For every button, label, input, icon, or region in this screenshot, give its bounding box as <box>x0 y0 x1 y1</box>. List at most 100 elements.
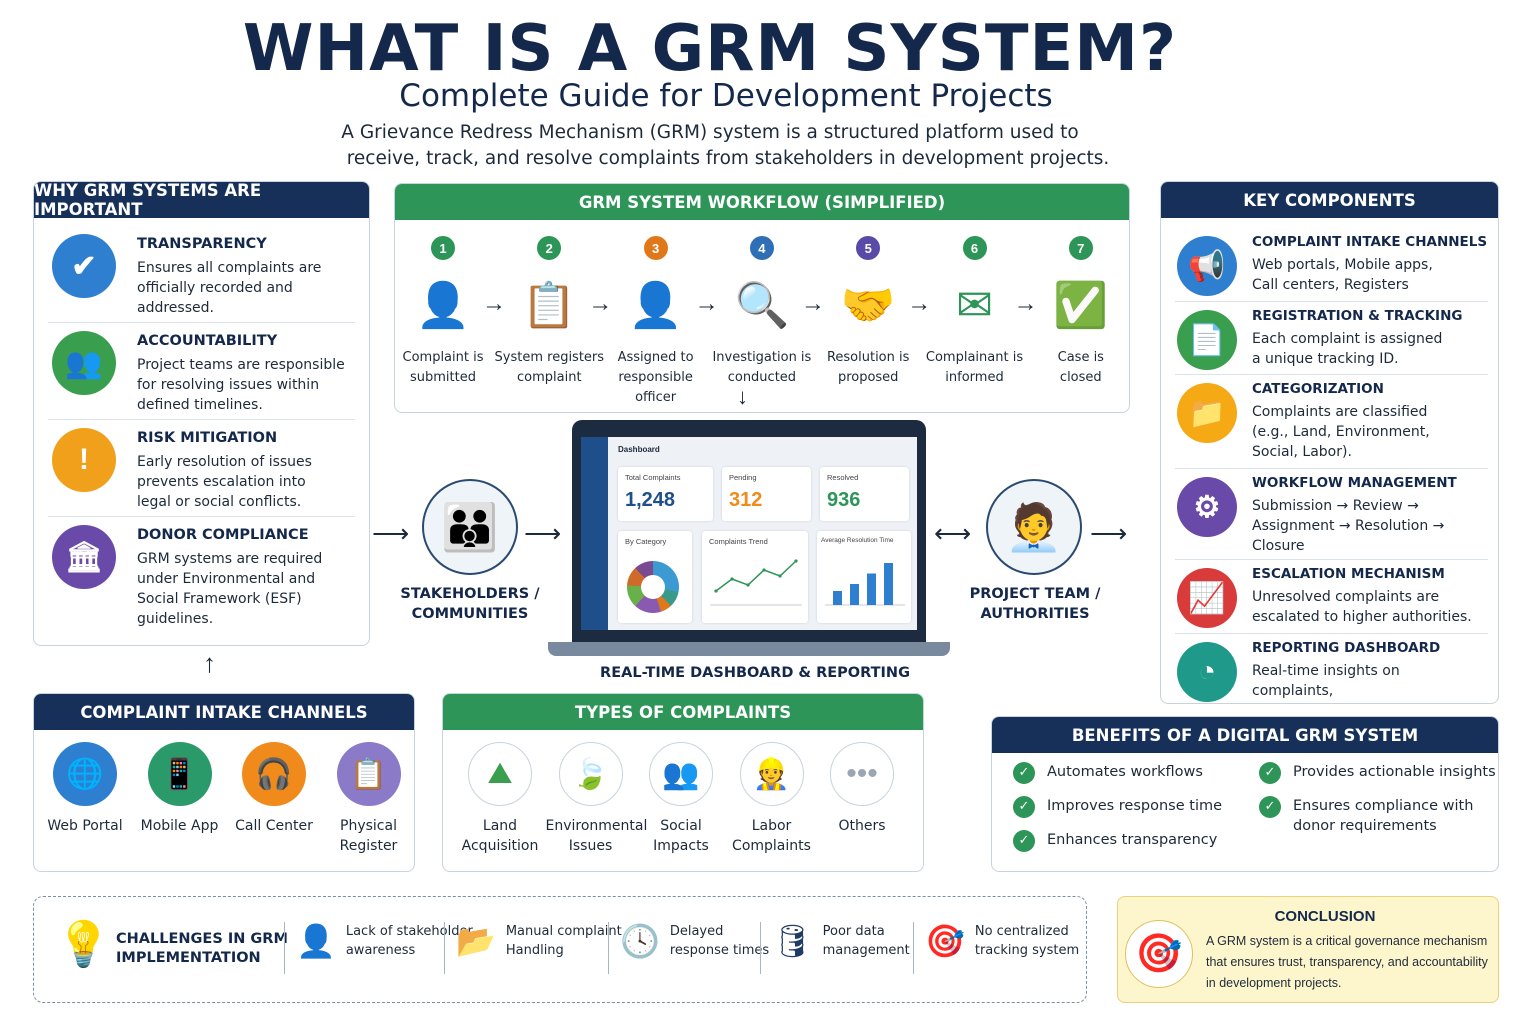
dashboard-caption: REAL-TIME DASHBOARD & REPORTING <box>600 665 910 681</box>
challenge-text: Lack of stakeholder awareness <box>345 924 473 958</box>
channels-header: COMPLAINT INTAKE CHANNELS <box>34 694 414 730</box>
database-icon: 🛢 <box>772 921 813 960</box>
complaint-type-label: Land Acquisition <box>461 818 539 854</box>
globe-icon: 🌐 <box>53 742 117 806</box>
step-number: 4 <box>749 236 774 260</box>
folder-clipboard-icon: 📂 <box>456 921 496 960</box>
challenge-text: No centralized tracking system <box>974 924 1080 958</box>
benefit-text: Provides actionable insights <box>1293 764 1496 780</box>
pending-value: 312 <box>729 489 763 511</box>
conclusion-text: A GRM system is a critical governance me… <box>1206 934 1488 990</box>
key-component-text: Submission → Review → Assignment → Resol… <box>1252 498 1445 554</box>
challenge-text: Delayed response times <box>669 924 770 958</box>
key-component-text: Unresolved complaints are escalated to h… <box>1252 589 1472 625</box>
complaint-type-label: Environmental Issues <box>545 818 648 854</box>
challenge-item: 🕓 Delayed response times <box>620 922 769 960</box>
resolved-label: Resolved <box>827 473 859 482</box>
benefits-header: BENEFITS OF A DIGITAL GRM SYSTEM <box>992 717 1498 753</box>
divider <box>760 922 761 974</box>
total-label: Total Complaints <box>625 473 681 482</box>
magnifier-icon: 🔍 <box>734 281 790 330</box>
benefit-item: ✓Automates workflows <box>1013 762 1203 784</box>
project-team-label: PROJECT TEAM / AUTHORITIES <box>969 586 1101 622</box>
challenge-item: 📂 Manual complaint Handling <box>456 922 622 960</box>
warning-icon: ! <box>52 428 116 492</box>
divider <box>913 922 914 974</box>
complaint-type: 🍃 Environmental Issues <box>545 742 648 856</box>
challenge-text: Manual complaint Handling <box>505 924 622 958</box>
benefit-text: Automates workflows <box>1047 764 1203 780</box>
complaint-type-label: Others <box>838 818 886 834</box>
description-line-1: A Grievance Redress Mechanism (GRM) syst… <box>341 122 1079 143</box>
divider <box>444 922 445 974</box>
challenges-panel <box>33 896 1087 1003</box>
land-icon: ⛰ <box>468 742 532 806</box>
workflow-step: 2 📋 System registers complaint <box>494 236 604 388</box>
workflow-step: 4🔍Investigation is conducted <box>707 236 817 388</box>
clipboard-icon: 📋 <box>521 281 577 330</box>
envelope-icon: ✉ <box>956 281 993 330</box>
divider <box>608 922 609 974</box>
why-item-text: Project teams are responsible for resolv… <box>137 357 345 413</box>
benefit-text: Enhances transparency <box>1047 832 1218 848</box>
workflow-step: 3👤Assigned to responsible officer <box>601 236 711 408</box>
resolution-bar <box>850 584 859 605</box>
divider <box>284 922 285 974</box>
step-label: Assigned to responsible officer <box>617 350 694 405</box>
conclusion-title: CONCLUSION <box>1274 908 1376 925</box>
complaint-type: 👷Labor Complaints <box>727 742 817 856</box>
person-icon: 👤 <box>415 281 471 330</box>
arrow-right-icon: ⟶ <box>524 518 562 548</box>
gear-icon: ⚙ <box>1177 477 1237 537</box>
step-label: Case is closed <box>1057 350 1104 385</box>
step-label: System registers complaint <box>494 350 605 385</box>
dashboard-title: Dashboard <box>618 445 660 454</box>
leaf-icon: 🍃 <box>558 742 623 806</box>
step-label: Complaint is submitted <box>402 350 484 385</box>
arrow-right-icon: ⟶ <box>1090 518 1128 548</box>
mobile-icon: 📱 <box>147 742 212 806</box>
check-icon: ✓ <box>1259 762 1281 784</box>
page-title: WHAT IS A GRM SYSTEM? <box>242 12 1178 86</box>
challenge-item: 🎯No centralized tracking system <box>925 922 1079 960</box>
channel-label: Mobile App <box>140 818 219 834</box>
arrow-right-icon: → <box>588 290 613 317</box>
arrow-right-icon: ⟶ <box>372 518 410 548</box>
channel-item: 🎧Call Center <box>229 742 319 836</box>
why-item-title: ACCOUNTABILITY <box>137 333 278 349</box>
complaint-type: ⛰ Land Acquisition <box>455 742 545 856</box>
resolution-bar <box>833 591 842 605</box>
workflow-panel: GRM SYSTEM WORKFLOW (SIMPLIFIED) <box>394 183 1130 413</box>
benefit-item: ✓Enhances transparency <box>1013 830 1217 852</box>
step-label: Resolution is proposed <box>826 350 910 385</box>
step-number: 2 <box>537 236 562 260</box>
clock-icon: 🕓 <box>620 921 660 960</box>
arrow-right-icon: → <box>482 290 506 317</box>
key-component-title: ESCALATION MECHANISM <box>1252 566 1445 582</box>
why-item-text: Early resolution of issues prevents esca… <box>137 454 312 510</box>
lightbulb-icon: 💡 <box>56 920 111 969</box>
arrow-down-icon: ↓ <box>737 384 748 409</box>
resolution-label: Average Resolution Time <box>821 537 894 544</box>
key-component-title: REGISTRATION & TRACKING <box>1252 308 1463 324</box>
check-circle-icon: ✅ <box>1053 281 1109 330</box>
benefit-item: ✓Ensures compliance with donor requireme… <box>1259 796 1473 836</box>
workflow-step: 5🤝Resolution is proposed <box>813 236 923 388</box>
trend-point <box>730 577 734 581</box>
trend-point <box>762 568 766 572</box>
dashboard-sidebar <box>581 437 608 630</box>
check-icon: ✓ <box>1259 796 1281 818</box>
trend-label: Complaints Trend <box>709 537 768 546</box>
institution-icon: 🏛 <box>52 525 116 589</box>
